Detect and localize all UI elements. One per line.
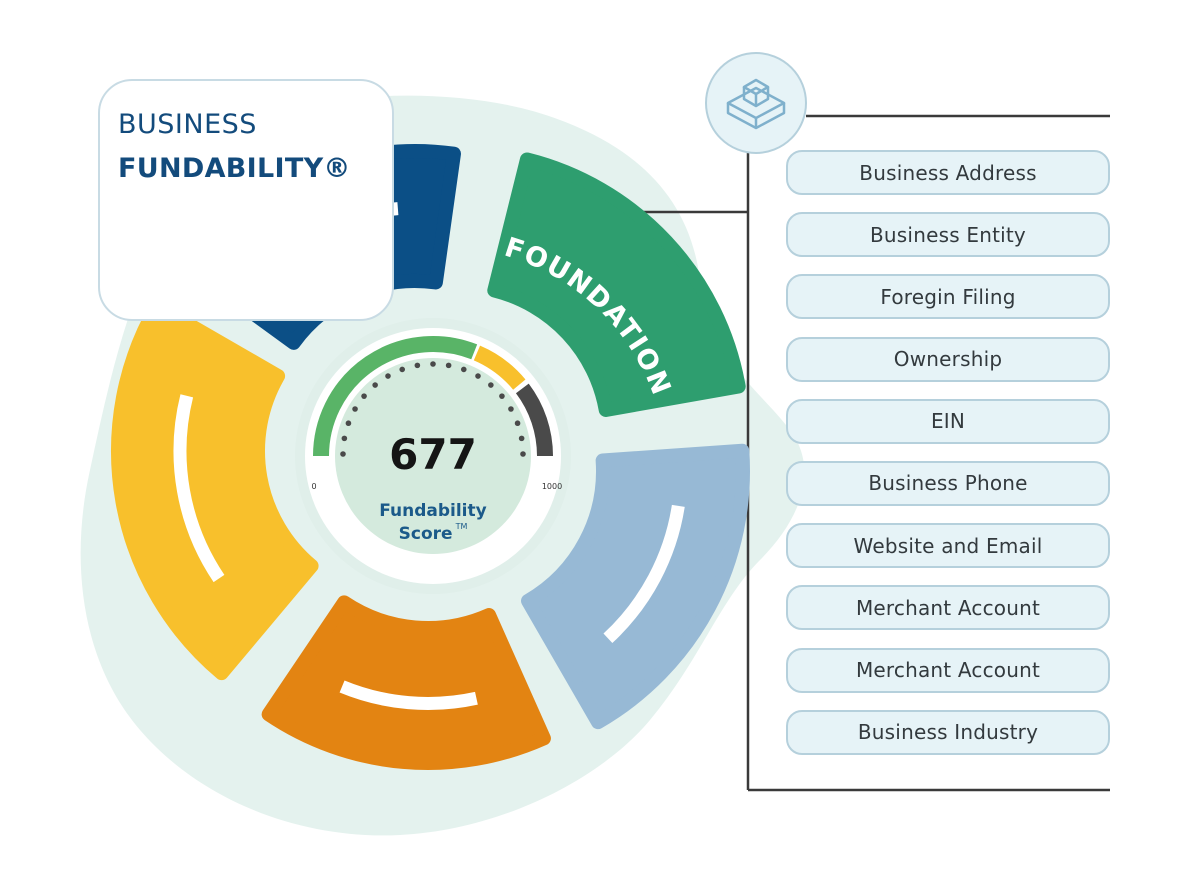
segment-shape <box>487 152 746 417</box>
score-label-line-2-row: Score TM <box>343 522 523 544</box>
wheel-segment-foundation[interactable] <box>487 152 746 417</box>
gauge-dot <box>385 373 391 379</box>
gauge-dark-arc <box>515 383 553 457</box>
gauge-green-arc <box>313 336 478 457</box>
score-gauge <box>313 336 553 457</box>
segment-shape <box>521 443 750 730</box>
gauge-dot <box>460 366 467 373</box>
gauge-dot <box>414 362 421 369</box>
stacked-cubes-icon <box>705 52 807 154</box>
title-line-1: BUSINESS <box>118 109 257 140</box>
list-item[interactable]: Foregin Filing <box>786 274 1110 320</box>
gauge-dot <box>361 393 367 399</box>
gauge-dot <box>475 373 481 379</box>
gauge-dot <box>352 406 358 412</box>
gauge-dot <box>340 451 346 457</box>
score-label-line-1: Fundability <box>379 501 487 521</box>
segment-stripe <box>173 394 225 583</box>
list-item[interactable]: Business Address <box>786 150 1110 195</box>
list-item[interactable]: Business Phone <box>786 460 1110 506</box>
gauge-dot <box>399 366 406 373</box>
segment-shape <box>261 595 551 770</box>
title-card <box>98 79 394 321</box>
segment-stripe <box>339 680 478 710</box>
segment-stripe <box>603 504 685 644</box>
gauge-dot <box>372 382 378 388</box>
gauge-min-label: 0 <box>311 482 317 491</box>
gauge-dot <box>499 393 505 399</box>
foundation-items-list: Business Address Business Entity Foregin… <box>786 150 1110 772</box>
title-line-2: FUNDABILITY® <box>118 153 351 184</box>
list-item[interactable]: EIN <box>786 398 1110 444</box>
list-item[interactable]: Merchant Account <box>786 585 1110 631</box>
list-item[interactable]: Business Industry <box>786 709 1110 755</box>
score-label-line-2: Score <box>398 524 453 544</box>
gauge-dot <box>514 420 521 427</box>
segment-shape <box>111 299 319 681</box>
gauge-dot <box>520 451 526 457</box>
list-item[interactable]: Ownership <box>786 336 1110 382</box>
wheel-segment-orange[interactable] <box>261 595 551 770</box>
gauge-dot <box>488 382 494 388</box>
wheel-segment-yellow[interactable] <box>111 299 319 681</box>
score-disc <box>335 358 531 554</box>
gauge-dot <box>518 435 525 442</box>
gauge-dot <box>341 435 348 442</box>
list-item[interactable]: Business Entity <box>786 212 1110 258</box>
trademark-mark: TM <box>455 522 468 531</box>
gauge-dot <box>508 406 514 412</box>
gauge-yellow-arc <box>473 345 526 390</box>
list-item[interactable]: Merchant Account <box>786 647 1110 693</box>
score-value: 677 <box>389 430 477 479</box>
gauge-max-label: 1000 <box>541 482 563 491</box>
gauge-dot <box>345 420 352 427</box>
gauge-dot <box>445 362 452 369</box>
list-item[interactable]: Website and Email <box>786 523 1110 569</box>
gauge-dot <box>430 361 436 367</box>
wheel-segment-light-blue[interactable] <box>521 443 750 730</box>
